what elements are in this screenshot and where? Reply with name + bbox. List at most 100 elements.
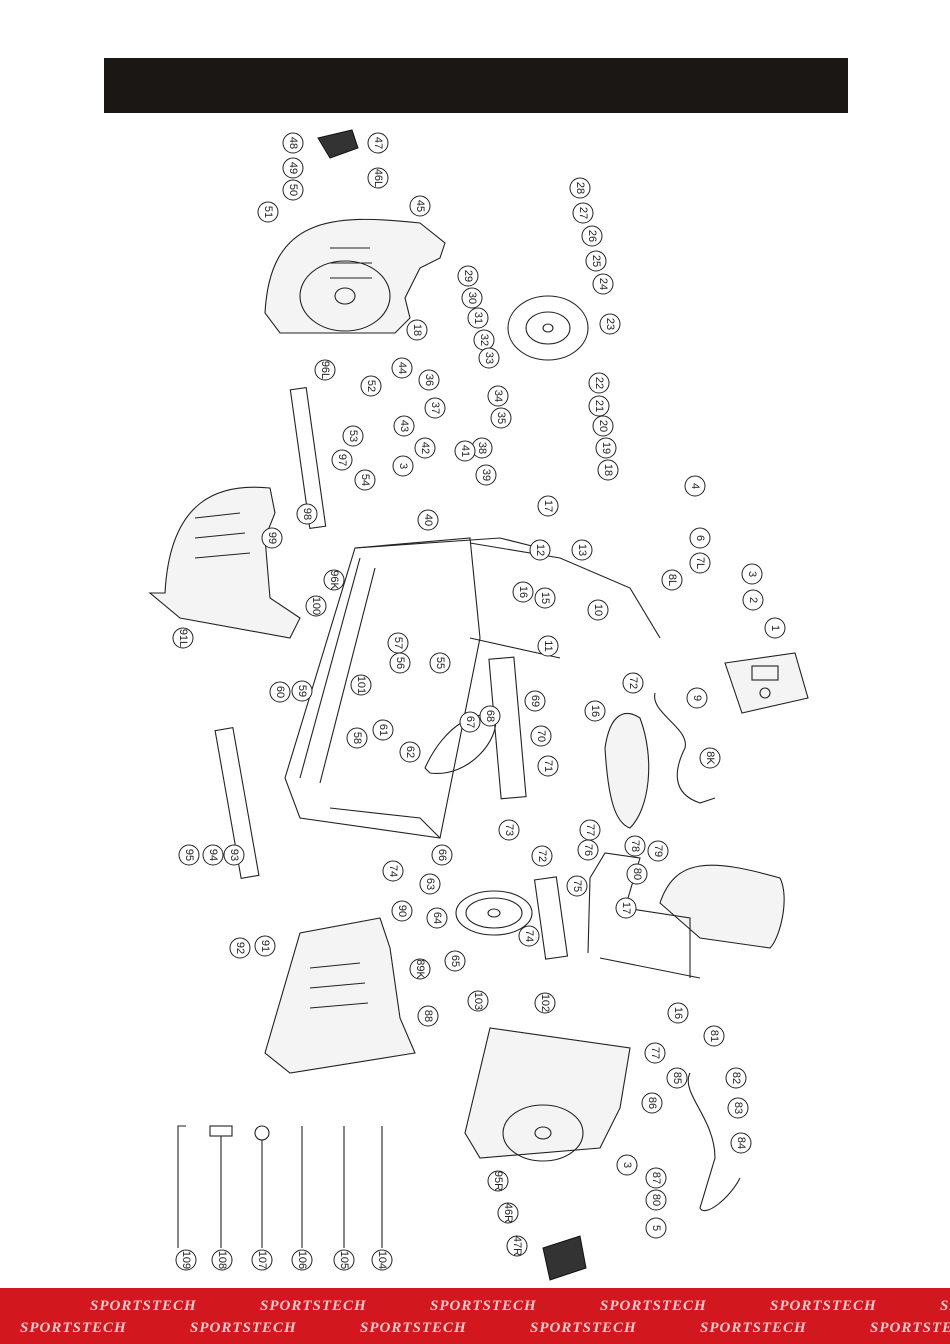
svg-text:16: 16 — [517, 586, 529, 598]
footer-brand-text: SPORTSTECH — [530, 1320, 637, 1336]
svg-text:63: 63 — [424, 878, 436, 890]
callout-99: 99 — [261, 527, 283, 549]
svg-text:81: 81 — [708, 1030, 720, 1042]
callout-45: 45 — [409, 195, 431, 217]
callout-93: 93 — [223, 844, 245, 866]
svg-text:44: 44 — [396, 362, 408, 374]
callout-5: 5 — [645, 1217, 667, 1239]
footer-brand-text: SPORTSTECH — [600, 1298, 707, 1314]
svg-text:31: 31 — [472, 312, 484, 324]
svg-text:51: 51 — [262, 206, 274, 218]
callout-102: 102 — [534, 992, 556, 1014]
callout-95r: 95R — [487, 1170, 509, 1192]
svg-text:16: 16 — [589, 705, 601, 717]
callout-100: 100 — [305, 595, 327, 617]
main-frame — [284, 537, 561, 839]
svg-text:83: 83 — [732, 1102, 744, 1114]
callout-4: 4 — [684, 475, 706, 497]
svg-text:70: 70 — [535, 730, 547, 742]
callout-30: 30 — [461, 287, 483, 309]
callout-80: 80 — [626, 863, 648, 885]
svg-text:3: 3 — [397, 463, 409, 469]
svg-text:65: 65 — [449, 955, 461, 967]
callout-1: 1 — [764, 617, 786, 639]
svg-text:5: 5 — [650, 1225, 662, 1231]
callout-94: 94 — [202, 844, 224, 866]
svg-text:23: 23 — [604, 318, 616, 330]
callout-34: 34 — [487, 385, 509, 407]
svg-text:22: 22 — [593, 377, 605, 389]
callout-46l: 46L — [367, 167, 389, 189]
svg-text:89K: 89K — [414, 959, 426, 979]
svg-text:74: 74 — [387, 865, 399, 877]
svg-text:30: 30 — [466, 292, 478, 304]
svg-text:42: 42 — [419, 442, 431, 454]
callout-19: 19 — [595, 437, 617, 459]
callout-20: 20 — [592, 415, 614, 437]
callout-3: 3 — [741, 563, 763, 585]
callout-85: 85 — [666, 1067, 688, 1089]
svg-text:53: 53 — [347, 430, 359, 442]
callout-24: 24 — [592, 273, 614, 295]
footer-brand-text: SPORTSTECH — [260, 1298, 367, 1314]
callout-69: 69 — [524, 690, 546, 712]
svg-text:13: 13 — [576, 544, 588, 556]
callout-63: 63 — [419, 873, 441, 895]
svg-text:33: 33 — [483, 352, 495, 364]
svg-text:74: 74 — [523, 930, 535, 942]
svg-text:10: 10 — [592, 604, 604, 616]
callout-61: 61 — [372, 719, 394, 741]
callout-42: 42 — [414, 437, 436, 459]
callout-105: 105 — [333, 1249, 355, 1271]
svg-text:9: 9 — [691, 695, 703, 701]
callout-74: 74 — [518, 925, 540, 947]
svg-text:78: 78 — [629, 840, 641, 852]
svg-text:46L: 46L — [372, 169, 384, 187]
svg-text:105: 105 — [338, 1251, 350, 1269]
svg-text:76: 76 — [582, 844, 594, 856]
footer-brand-text: SPORTSTECH — [430, 1298, 537, 1314]
svg-text:87: 87 — [650, 1172, 662, 1184]
svg-text:16: 16 — [672, 1007, 684, 1019]
svg-text:3: 3 — [746, 571, 758, 577]
callout-77: 77 — [644, 1042, 666, 1064]
callout-18: 18 — [406, 319, 428, 341]
svg-text:92: 92 — [234, 942, 246, 954]
svg-text:49: 49 — [287, 162, 299, 174]
svg-text:100: 100 — [310, 597, 322, 615]
callout-54: 54 — [354, 469, 376, 491]
svg-text:68: 68 — [484, 710, 496, 722]
callout-72: 72 — [622, 672, 644, 694]
svg-text:60: 60 — [274, 686, 286, 698]
svg-text:1: 1 — [769, 625, 781, 631]
callout-72: 72 — [531, 845, 553, 867]
callout-87: 87 — [645, 1167, 667, 1189]
svg-text:24: 24 — [597, 278, 609, 290]
svg-text:19: 19 — [600, 442, 612, 454]
footer-brand-text: SPORTSTECH — [700, 1320, 807, 1336]
callout-57: 57 — [387, 632, 409, 654]
callout-62: 62 — [399, 741, 421, 763]
svg-text:17: 17 — [542, 500, 554, 512]
footer-brand-band: SPORTSTECH SPORTSTECH SPORTSTECH SPORTSTECH… — [0, 1288, 950, 1344]
svg-text:48: 48 — [287, 137, 299, 149]
svg-text:96L: 96L — [319, 361, 331, 379]
svg-text:69: 69 — [529, 695, 541, 707]
footer-brand-text: SPORTSTECH — [870, 1320, 950, 1336]
svg-text:8L: 8L — [666, 574, 678, 586]
callout-17: 17 — [537, 495, 559, 517]
svg-text:77: 77 — [584, 824, 596, 836]
callout-96k: 96K — [323, 569, 345, 591]
rear-handlebar — [687, 1072, 741, 1212]
callout-77: 77 — [579, 819, 601, 841]
callout-27: 27 — [572, 202, 594, 224]
callout-73: 73 — [498, 819, 520, 841]
svg-text:28: 28 — [574, 182, 586, 194]
callout-81: 81 — [703, 1025, 725, 1047]
console — [724, 652, 809, 714]
svg-text:47R: 47R — [511, 1236, 523, 1256]
svg-text:82: 82 — [730, 1072, 742, 1084]
seat-post — [533, 876, 569, 960]
callout-90: 90 — [391, 900, 413, 922]
